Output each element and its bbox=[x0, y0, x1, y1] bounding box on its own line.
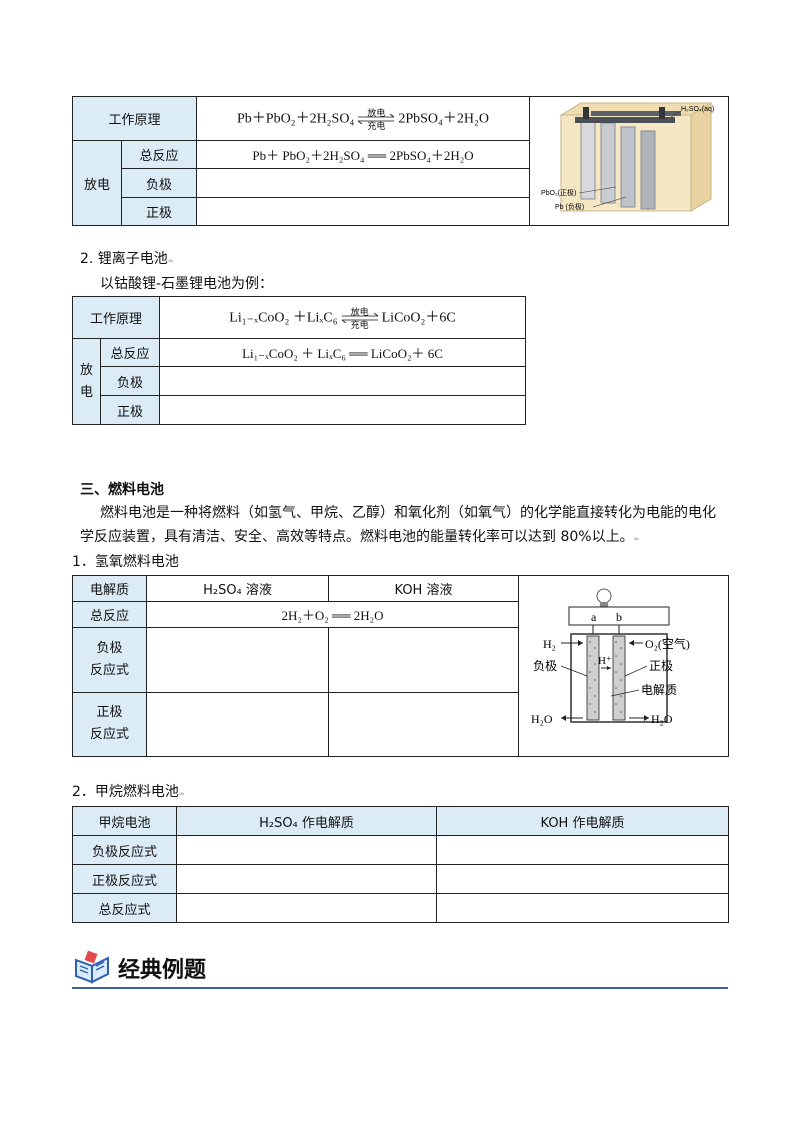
h-positive-base-blank bbox=[328, 691, 519, 758]
li-arrow-bottom-label: 充电 bbox=[350, 320, 369, 331]
label-negative: 负极 bbox=[533, 659, 557, 673]
hydrogen-cell-heading: 1．氢氧燃料电池 bbox=[72, 554, 179, 570]
arrow-bottom-label: 充电 bbox=[367, 121, 386, 132]
label-b: b bbox=[616, 610, 622, 624]
li-reversible-arrow: 放电充电 bbox=[340, 305, 380, 331]
methane-total-base-blank bbox=[436, 893, 729, 923]
total-reaction-label: 总反应 bbox=[120, 140, 198, 169]
li-total-reaction-equation: Li₁₋ₓCoO₂ ＋ LiₓC₆ ══ LiCoO₂＋ 6C bbox=[159, 338, 527, 367]
pb-label: Pb (负极) bbox=[555, 202, 584, 211]
methane-positive-base-blank bbox=[436, 864, 729, 894]
equation-right: 2PbSO₄＋2H₂O bbox=[398, 111, 490, 126]
double-arrow-icon bbox=[341, 312, 378, 323]
li-positive-blank bbox=[159, 395, 527, 425]
lithium-intro: 以钴酸锂-石墨锂电池为例： bbox=[100, 276, 274, 292]
label-h2o-right: H₂O bbox=[651, 712, 673, 726]
h-negative-acid-blank bbox=[146, 627, 329, 693]
lead-acid-battery-illustration: H₂SO₄(aq) PbO₂(正极) Pb (负极) bbox=[541, 102, 714, 212]
methane-negative-base-blank bbox=[436, 835, 729, 865]
li-arrow-top-label: 放电 bbox=[350, 307, 369, 318]
working-principle-label: 工作原理 bbox=[71, 96, 198, 141]
positive-electrode-label: 正极 bbox=[120, 197, 198, 226]
li-equation-right: LiCoO₂＋6C bbox=[381, 310, 456, 325]
discharge-label: 放电 bbox=[72, 140, 122, 226]
label-electrolyte: 电解质 bbox=[641, 683, 677, 697]
col-koh: KOH 溶液 bbox=[328, 574, 519, 603]
methane-col-koh: KOH 作电解质 bbox=[436, 806, 729, 836]
methane-row-total: 总反应式 bbox=[72, 893, 177, 923]
electrolyte-label: 电解质 bbox=[72, 574, 147, 603]
methane-negative-acid-blank bbox=[176, 835, 437, 865]
li-discharge-label: 放电 bbox=[72, 338, 101, 425]
classic-examples-heading: 经典例题 bbox=[118, 958, 207, 983]
li-negative-blank bbox=[159, 366, 527, 396]
hydrogen-cell-diagram: a b H₂ O₂(空气) bbox=[531, 588, 690, 726]
label-hplus: H⁺ bbox=[598, 655, 612, 667]
fuel-cell-paragraph-line2: 学反应装置，具有清洁、安全、高效等特点。燃料电池的能量转化率可以达到 80%以上… bbox=[80, 529, 640, 545]
lithium-heading: 2. 锂离子电池∞ bbox=[80, 251, 174, 267]
h-positive-acid-blank bbox=[146, 691, 329, 758]
positive-electrode-blank bbox=[196, 197, 531, 226]
double-arrow-icon bbox=[358, 113, 395, 124]
fuel-cell-heading: 三、燃料电池 bbox=[80, 482, 164, 498]
methane-col-label: 甲烷电池 bbox=[72, 806, 177, 836]
methane-col-h2so4: H₂SO₄ 作电解质 bbox=[176, 806, 437, 836]
h-positive-label: 正极反应式 bbox=[72, 691, 147, 758]
methane-row-positive: 正极反应式 bbox=[72, 864, 177, 894]
li-equation-left: Li₁₋ₓCoO₂ ＋LiₓC₆ bbox=[229, 310, 338, 325]
h-negative-base-blank bbox=[328, 627, 519, 693]
methane-row-negative: 负极反应式 bbox=[72, 835, 177, 865]
label-h2o-left: H₂O bbox=[531, 712, 553, 726]
reversible-arrow: 放电充电 bbox=[356, 106, 396, 132]
h-negative-label: 负极反应式 bbox=[72, 627, 147, 693]
negative-electrode-blank bbox=[196, 168, 531, 198]
bulb-icon bbox=[596, 588, 611, 604]
h-total-equation: 2H₂＋O₂ ══ 2H₂O bbox=[146, 601, 519, 629]
negative-electrode-label: 负极 bbox=[120, 168, 198, 198]
label-a: a bbox=[591, 610, 597, 624]
methane-positive-acid-blank bbox=[176, 864, 437, 894]
label-positive: 正极 bbox=[649, 659, 673, 673]
book-icon bbox=[72, 950, 110, 984]
label-o2: O₂(空气) bbox=[645, 636, 690, 651]
methane-cell-heading: 2．甲烷燃料电池∞ bbox=[72, 784, 185, 800]
hydrogen-cell-diagram-cell: a b H₂ O₂(空气) bbox=[518, 575, 729, 757]
heading-rule bbox=[72, 987, 728, 989]
li-working-principle-label: 工作原理 bbox=[71, 296, 161, 339]
label-h2: H₂ bbox=[543, 637, 556, 651]
li-negative-label: 负极 bbox=[99, 366, 161, 396]
methane-cell-table: 甲烷电池 H₂SO₄ 作电解质 KOH 作电解质 负极反应式 正极反应式 总反应… bbox=[72, 806, 729, 923]
col-h2so4: H₂SO₄ 溶液 bbox=[146, 574, 329, 603]
li-positive-label: 正极 bbox=[99, 395, 161, 425]
hydrogen-cell-table: 电解质 H₂SO₄ 溶液 KOH 溶液 a b bbox=[72, 574, 729, 758]
total-reaction-equation: Pb＋ PbO₂＋2H₂SO₄ ══ 2PbSO₄＋2H₂O bbox=[196, 140, 531, 169]
pbo2-label: PbO₂(正极) bbox=[541, 188, 576, 197]
h2so4-label: H₂SO₄(aq) bbox=[681, 106, 714, 113]
h-total-label: 总反应 bbox=[72, 601, 147, 629]
methane-total-acid-blank bbox=[176, 893, 437, 923]
li-total-reaction-label: 总反应 bbox=[99, 338, 161, 367]
fuel-cell-paragraph-line1: 燃料电池是一种将燃料（如氢气、甲烷、乙醇）和氧化剂（如氧气）的化学能直接转化为电… bbox=[100, 505, 716, 521]
arrow-top-label: 放电 bbox=[367, 108, 386, 119]
lead-acid-image-cell: H₂SO₄(aq) PbO₂(正极) Pb (负极) bbox=[529, 96, 730, 226]
equation-left: Pb＋PbO₂＋2H₂SO₄ bbox=[237, 111, 355, 126]
